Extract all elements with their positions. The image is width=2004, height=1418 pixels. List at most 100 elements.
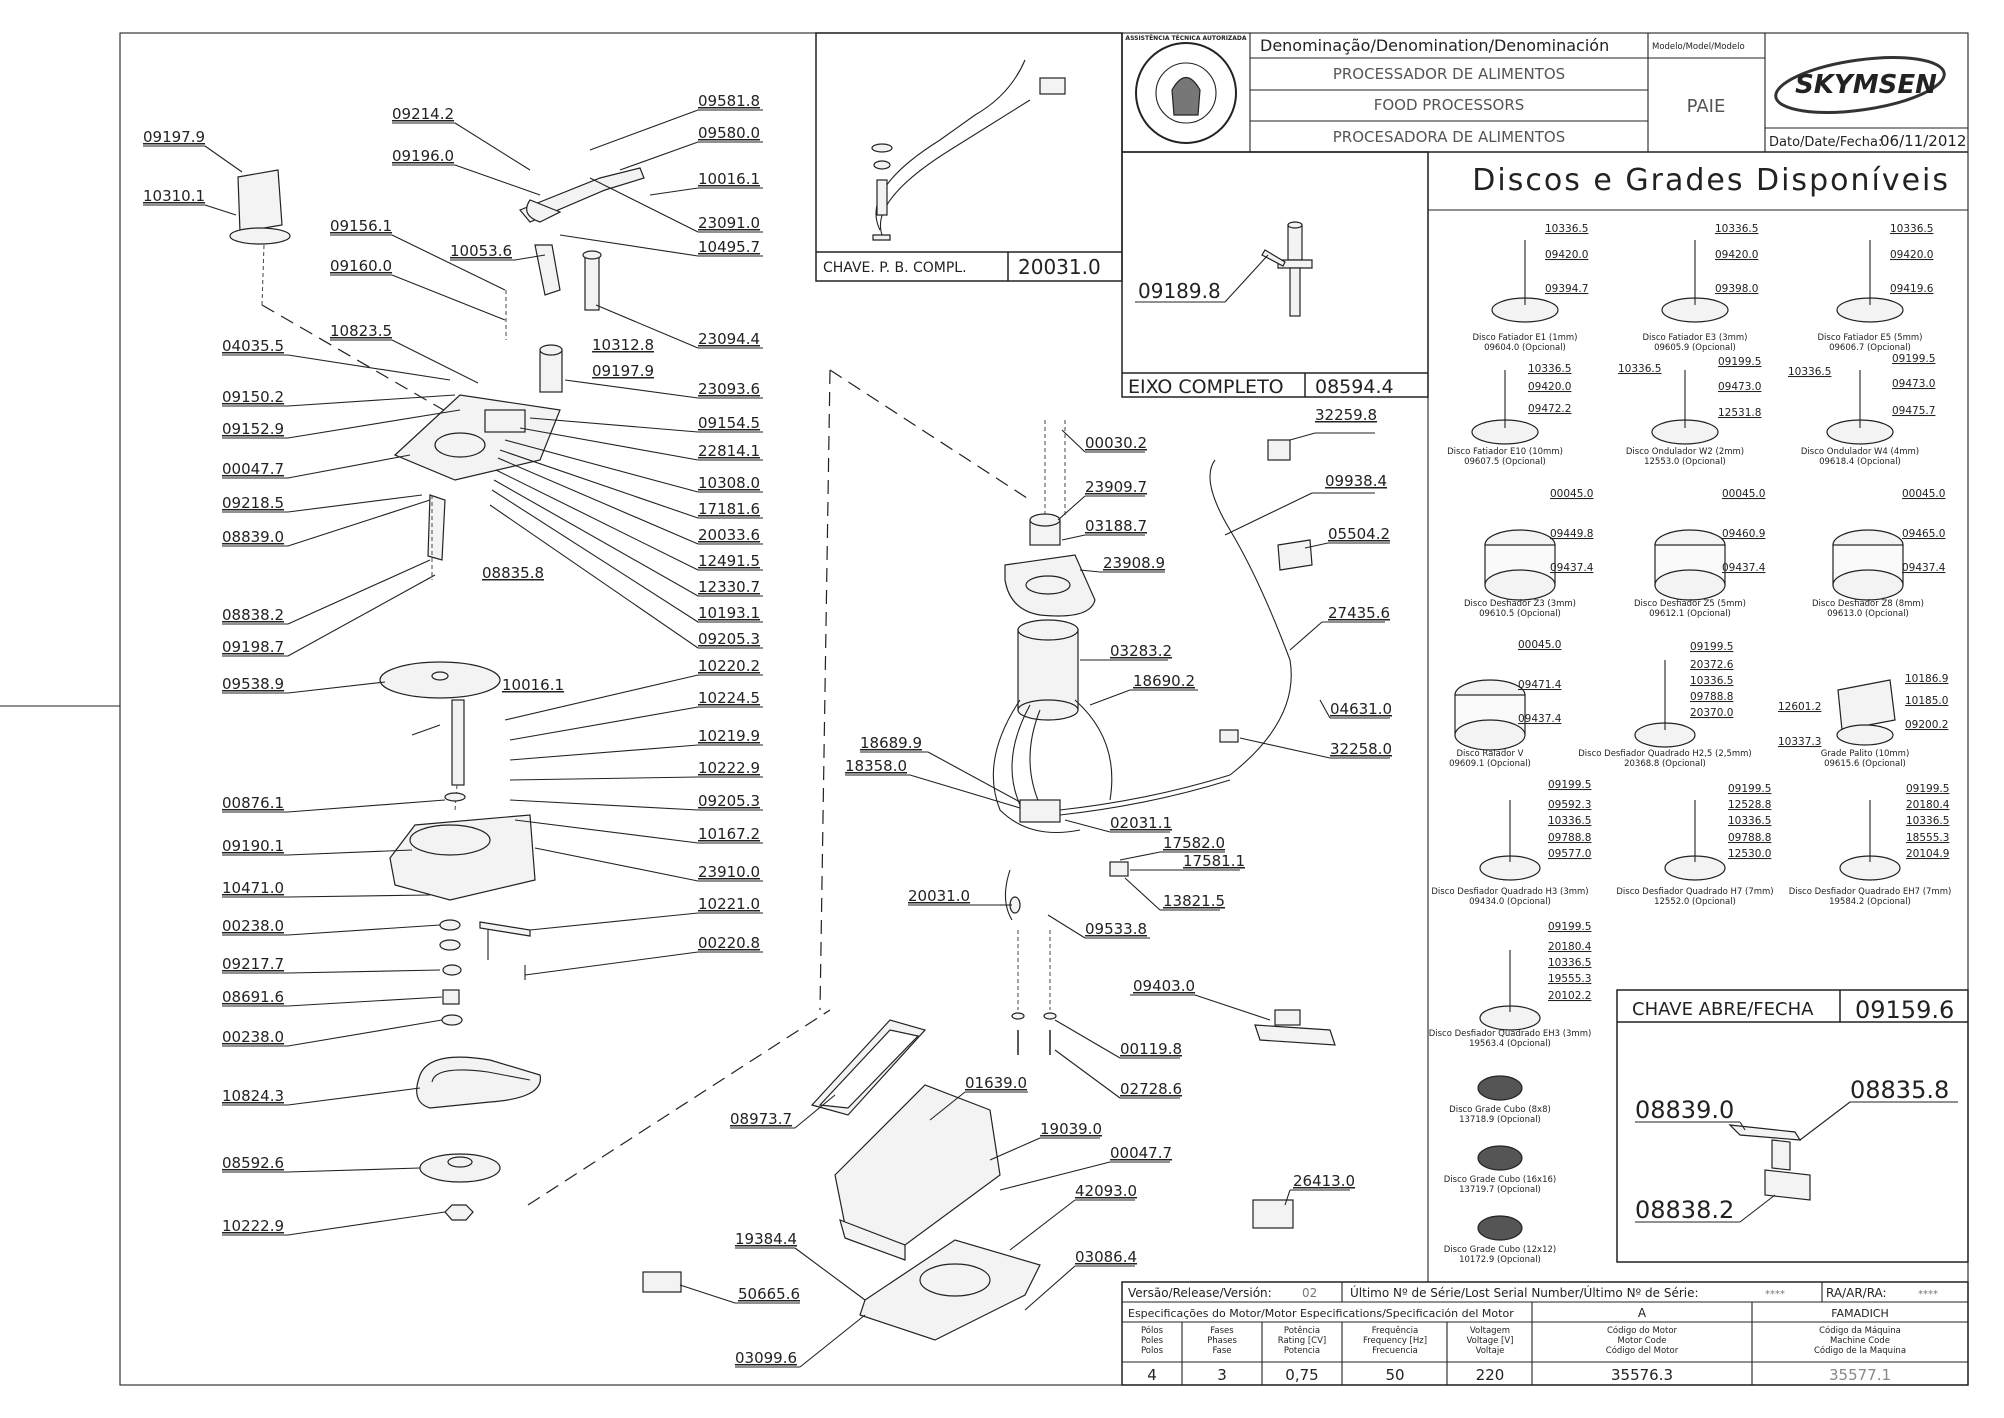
spec-header: Polos xyxy=(1141,1346,1164,1356)
spec-header: Frecuencia xyxy=(1372,1346,1418,1356)
date-value: 06/11/2012 xyxy=(1880,132,1966,150)
part-label: 02031.1 xyxy=(1110,814,1172,832)
disc-code: 12553.0 (Opcional) xyxy=(1644,457,1726,467)
part-label: 08839.0 xyxy=(222,528,284,546)
disc-code: 09607.5 (Opcional) xyxy=(1464,457,1546,467)
key-switch-label: CHAVE ABRE/FECHA xyxy=(1632,999,1814,1020)
part-label: 23910.0 xyxy=(698,863,760,881)
spec-header: Voltagem xyxy=(1470,1326,1510,1336)
disc-part-label: 20180.4 xyxy=(1548,941,1592,953)
disc-part-label: 10336.5 xyxy=(1728,815,1771,827)
spec-header: Código de la Maquina xyxy=(1814,1345,1906,1356)
disc-part-label: 09199.5 xyxy=(1718,356,1761,368)
disc-part-label: 12531.8 xyxy=(1718,407,1761,419)
spec-header: Código da Máquina xyxy=(1819,1325,1901,1336)
disc-part-label: 10337.3 xyxy=(1778,736,1821,748)
disc-part-label: 00045.0 xyxy=(1722,488,1765,500)
part-label: 10224.5 xyxy=(698,689,760,707)
part-label: 17581.1 xyxy=(1183,852,1245,870)
part-label: 18690.2 xyxy=(1133,672,1195,690)
part-label: 08835.8 xyxy=(482,564,544,582)
part-label: 00220.8 xyxy=(698,934,760,952)
disc-code: 09618.4 (Opcional) xyxy=(1819,457,1901,467)
part-label: 26413.0 xyxy=(1293,1172,1355,1190)
disc-name: Disco Desfiador Quadrado EH7 (7mm) xyxy=(1789,887,1952,897)
part-label: 42093.0 xyxy=(1075,1182,1137,1200)
version-label: Versão/Release/Versión: xyxy=(1128,1286,1272,1300)
disc-part-label: 09592.3 xyxy=(1548,799,1591,811)
disc-name: Disco Grade Cubo (8x8) xyxy=(1449,1105,1551,1115)
part-label: 10823.5 xyxy=(330,322,392,340)
disc-code: 12552.0 (Opcional) xyxy=(1654,897,1736,907)
switch-cable-drawing xyxy=(871,59,1066,241)
part-label: 02728.6 xyxy=(1120,1080,1182,1098)
disc-part-label: 00045.0 xyxy=(1550,488,1593,500)
part-label: 04631.0 xyxy=(1330,700,1392,718)
part-label: 10312.8 xyxy=(592,336,654,354)
disc-name: Disco Fatiador E10 (10mm) xyxy=(1447,447,1563,457)
disc-part-label: 10186.9 xyxy=(1905,673,1948,685)
disc-code: 09606.7 (Opcional) xyxy=(1829,343,1911,353)
disc-part-label: 10336.5 xyxy=(1788,366,1831,378)
spec-value: 0,75 xyxy=(1285,1366,1318,1384)
disc-part-label: 12530.0 xyxy=(1728,848,1771,860)
part-label: 10053.6 xyxy=(450,242,512,260)
spec-header: Poles xyxy=(1141,1336,1164,1346)
part-label: 09196.0 xyxy=(392,147,454,165)
disc-code: 09613.0 (Opcional) xyxy=(1827,609,1909,619)
disc-name: Disco Desfiador Z8 (8mm) xyxy=(1812,599,1924,609)
key-part-3: 08838.2 xyxy=(1635,1196,1734,1224)
part-label: 00238.0 xyxy=(222,1028,284,1046)
disc-code: 09612.1 (Opcional) xyxy=(1649,609,1731,619)
disc-part-label: 00045.0 xyxy=(1902,488,1945,500)
spec-value: 220 xyxy=(1476,1366,1505,1384)
discs-panel-title: Discos e Grades Disponíveis xyxy=(1472,163,1950,198)
tech-assistance-seal xyxy=(1135,42,1237,144)
part-label: 27435.6 xyxy=(1328,604,1390,622)
disc-name: Disco Desfiador Quadrado H3 (3mm) xyxy=(1431,887,1588,897)
disc-name: Disco Desfiador Z5 (5mm) xyxy=(1634,599,1746,609)
disc-part-label: 10336.5 xyxy=(1906,815,1949,827)
spec-table-frame xyxy=(1121,1281,1969,1386)
disc-thumbnails xyxy=(1454,240,1904,1241)
disc-part-label: 10336.5 xyxy=(1715,223,1758,235)
part-label: 09205.3 xyxy=(698,792,760,810)
spec-value: 4 xyxy=(1147,1366,1157,1384)
spec-value: 35577.1 xyxy=(1829,1366,1891,1384)
key-switch-code: 09159.6 xyxy=(1855,996,1954,1024)
disc-labels: Disco Fatiador E1 (1mm)09604.0 (Opcional… xyxy=(1429,223,1952,1265)
disc-code: 13719.7 (Opcional) xyxy=(1459,1185,1541,1195)
spec-header: Potencia xyxy=(1284,1346,1320,1356)
disc-part-label: 09472.2 xyxy=(1528,403,1571,415)
disc-code: 20368.8 (Opcional) xyxy=(1624,759,1706,769)
disc-name: Disco Fatiador E3 (3mm) xyxy=(1642,333,1747,343)
product-name-en: FOOD PROCESSORS xyxy=(1374,96,1525,114)
part-label: 09218.5 xyxy=(222,494,284,512)
disc-part-label: 09398.0 xyxy=(1715,283,1758,295)
part-label: 10495.7 xyxy=(698,238,760,256)
disc-part-label: 09471.4 xyxy=(1518,679,1562,691)
part-label: 10167.2 xyxy=(698,825,760,843)
part-label: 17582.0 xyxy=(1163,834,1225,852)
shaft-drawing xyxy=(1261,221,1313,317)
part-label: 10219.9 xyxy=(698,727,760,745)
spec-header: Voltaje xyxy=(1476,1346,1505,1356)
disc-part-label: 09788.8 xyxy=(1728,832,1771,844)
part-label: 08691.6 xyxy=(222,988,284,1006)
spec-value: 50 xyxy=(1385,1366,1404,1384)
part-label: 01639.0 xyxy=(965,1074,1027,1092)
part-label: 05504.2 xyxy=(1328,525,1390,543)
spec-header: Fases xyxy=(1210,1326,1234,1336)
disc-code: 09609.1 (Opcional) xyxy=(1449,759,1531,769)
disc-name: Grade Palito (10mm) xyxy=(1821,749,1910,759)
part-label: 10221.0 xyxy=(698,895,760,913)
disc-part-label: 10336.5 xyxy=(1690,675,1733,687)
spec-header: Phases xyxy=(1207,1336,1237,1346)
disc-part-label: 10336.5 xyxy=(1618,363,1661,375)
part-label: 10310.1 xyxy=(143,187,205,205)
part-label: 22814.1 xyxy=(698,442,760,460)
disc-name: Disco Ondulador W4 (4mm) xyxy=(1801,447,1919,457)
part-label: 09938.4 xyxy=(1325,472,1387,490)
part-label: 18358.0 xyxy=(845,757,907,775)
